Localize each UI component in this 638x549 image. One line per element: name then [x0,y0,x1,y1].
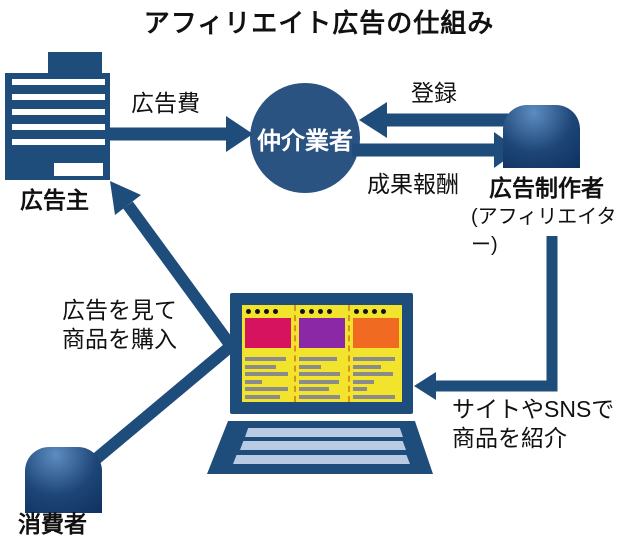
ad-tile [245,318,291,348]
creator-person-icon [515,53,570,108]
ad-tile [353,318,399,348]
intermediary-label: 仲介業者 [257,127,353,155]
dot [255,309,260,314]
creator-person-icon [503,105,580,168]
dot [318,309,323,314]
laptop-keyboard-icon [207,421,433,474]
dot [264,309,269,314]
building-window-stripe [12,109,105,115]
creator-sublabel: (アフィリエイター) [471,206,617,256]
text-line [353,394,396,399]
text-line [353,379,374,384]
office-building-roof [48,52,102,74]
ad-fee-arrow [108,116,253,152]
text-line [245,379,263,384]
dot [246,309,251,314]
creator-label: 広告制作者 [489,175,604,201]
consumer-label: 消費者 [18,511,87,537]
dot [273,309,278,314]
text-line [299,357,338,361]
office-building-icon [5,73,110,180]
ad-column-3 [348,305,402,402]
reward-arrow-label: 成果報酬 [367,171,459,197]
ad-column-1 [242,305,294,402]
dot-row [300,309,345,315]
building-window-stripe [12,139,105,145]
text-line [299,372,341,376]
dot [300,309,305,314]
registration-arrow [359,102,520,138]
dot [372,309,377,314]
consumer-person-icon [36,392,91,447]
text-line [299,387,330,391]
ad-fee-arrow-label: 広告費 [131,90,200,116]
building-window-stripe [12,79,105,85]
building-window-stripe [12,124,105,130]
dot [327,309,332,314]
purchase-arrow-label: 広告を見て 商品を購入 [62,297,177,352]
text-line [245,387,288,391]
introduce-arrow [414,236,558,400]
registration-arrow-label: 登録 [411,80,457,106]
dot [354,309,359,314]
building-window-stripe [12,94,105,100]
dot [363,309,368,314]
reward-arrow [352,132,519,168]
text-line [245,357,287,361]
text-line [245,372,288,376]
consumer-person-icon [25,447,102,513]
keyboard-row [233,455,410,464]
text-line [299,364,322,369]
keyboard-row [245,428,403,437]
keyboard-row [240,441,406,450]
text-line [299,394,341,399]
dot-row [246,309,291,315]
dot [381,309,386,314]
ad-column-2 [294,305,348,402]
diagram-title: アフィリエイト広告の仕組み [143,8,495,38]
text-line [353,387,367,391]
text-line [353,372,394,376]
building-door [54,163,103,176]
text-line [299,379,339,384]
text-line [353,364,381,369]
laptop-screen-webpage [242,305,402,402]
intermediary-node: 仲介業者 [250,83,360,193]
dot-row [354,309,399,315]
dot [309,309,314,314]
advertiser-label: 広告主 [20,187,89,213]
text-line [245,364,277,369]
text-line [245,394,280,399]
ad-tile [299,318,345,348]
text-line [353,357,396,361]
introduce-arrow-label: サイトやSNSで 商品を紹介 [452,396,615,451]
